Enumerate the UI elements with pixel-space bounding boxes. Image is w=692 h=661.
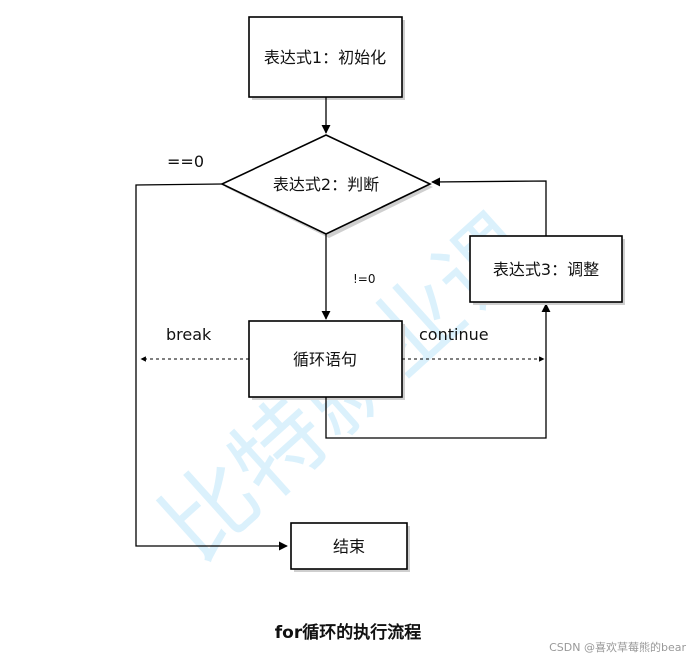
body-node: 循环语句	[248, 320, 405, 400]
edge-true-label: !=0	[353, 272, 376, 286]
end-node-label: 结束	[333, 537, 365, 556]
init-node: 表达式1：初始化	[248, 16, 405, 100]
edge-false-label: ==0	[167, 152, 204, 171]
condition-node-label: 表达式2：判断	[273, 175, 379, 194]
body-node-label: 循环语句	[293, 350, 357, 369]
edge-update-to-condition	[431, 177, 547, 236]
edge-break-label: break	[166, 325, 212, 344]
init-node-label: 表达式1：初始化	[264, 48, 386, 67]
condition-node: 表达式2：判断	[220, 134, 433, 238]
end-node: 结束	[290, 522, 410, 572]
source-credit: CSDN @喜欢草莓熊的bear	[549, 640, 686, 654]
diagram-caption: for循环的执行流程	[275, 622, 421, 643]
edge-continue-label: continue	[419, 325, 489, 344]
edge-condition-false-to-end	[135, 183, 288, 551]
update-node: 表达式3：调整	[469, 235, 625, 305]
update-node-label: 表达式3：调整	[493, 260, 599, 279]
edge-body-to-update	[325, 303, 551, 439]
